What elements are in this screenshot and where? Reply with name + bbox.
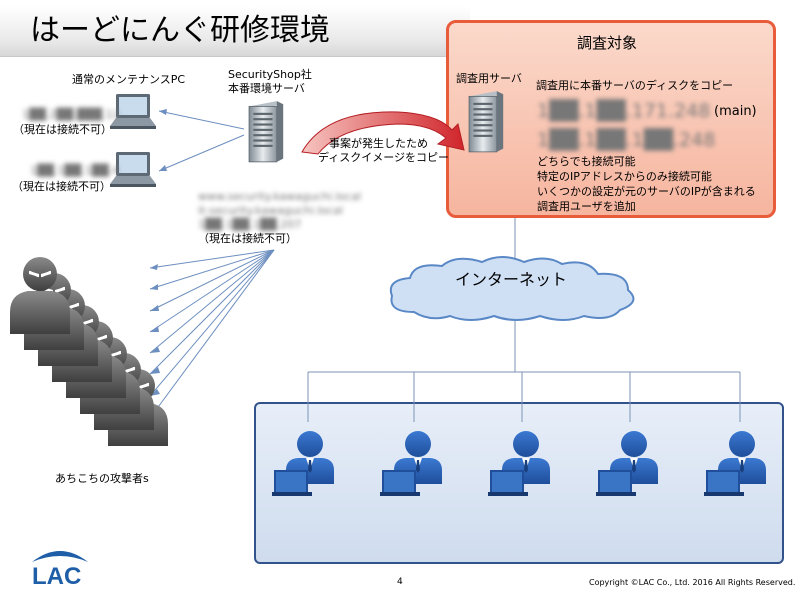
target-note-2: 特定のIPアドレスからのみ接続可能	[537, 170, 712, 183]
server-ip: 1██.1██.1██.207	[198, 218, 302, 231]
pc1-ip: 1██.2██.███.12	[22, 108, 120, 121]
pc1-status: （現在は接続不可）	[13, 123, 112, 136]
attacker-icon	[10, 254, 70, 334]
server-icon	[242, 100, 286, 164]
copy-note: 調査用に本番サーバのディスクをコピー	[536, 79, 734, 92]
user-icon	[488, 426, 558, 496]
user-icon	[380, 426, 450, 496]
page-number: 4	[397, 577, 403, 587]
logo-icon	[32, 551, 88, 562]
server-status: （現在は接続不可）	[198, 232, 297, 245]
server-host-1: www.security.kawaguchi.local	[198, 190, 362, 203]
arrow-label-line-2: ディスクイメージをコピー	[318, 151, 450, 164]
user-icon	[272, 426, 342, 496]
arrow-label-line-1: 事案が発生したため	[329, 137, 428, 150]
internet-label: インターネット	[455, 270, 568, 289]
target-ip-2: 1██.1██.1██.248	[537, 129, 716, 151]
copyright: Copyright ©LAC Co., Ltd. 2016 All Rights…	[589, 578, 796, 587]
user-icon	[596, 426, 666, 496]
logo-text: LAC	[32, 563, 82, 590]
target-note-1: どちらでも接続可能	[537, 155, 636, 168]
page-title: はーどにんぐ研修環境	[30, 13, 330, 48]
server-icon	[462, 90, 506, 154]
pc2-status: （現在は接続不可）	[12, 180, 111, 193]
server-name-line-1: SecurityShop社	[228, 68, 312, 81]
server-host-2: it-security.kawaguchi.local	[198, 204, 343, 217]
cloud-icon	[389, 256, 635, 321]
curved-arrow-icon	[301, 111, 465, 155]
target-ip-1: 1██.1██.171.248	[537, 100, 711, 122]
user-icon	[704, 426, 774, 496]
target-note-4: 調査用ユーザを追加	[537, 200, 636, 213]
pc2-ip: 1██.1██.1██.4	[30, 164, 120, 177]
pc-heading: 通常のメンテナンスPC	[72, 73, 186, 86]
title-bar	[0, 6, 470, 57]
target-note-3: いくつかの設定が元のサーバのIPが含まれる	[537, 185, 756, 198]
target-heading: 調査対象	[577, 34, 638, 52]
server-name-line-2: 本番環境サーバ	[228, 82, 305, 95]
attackers-label: あちこちの攻撃者s	[55, 472, 149, 485]
target-ip-1-suffix: (main)	[714, 104, 757, 119]
target-server-label: 調査用サーバ	[456, 72, 522, 85]
